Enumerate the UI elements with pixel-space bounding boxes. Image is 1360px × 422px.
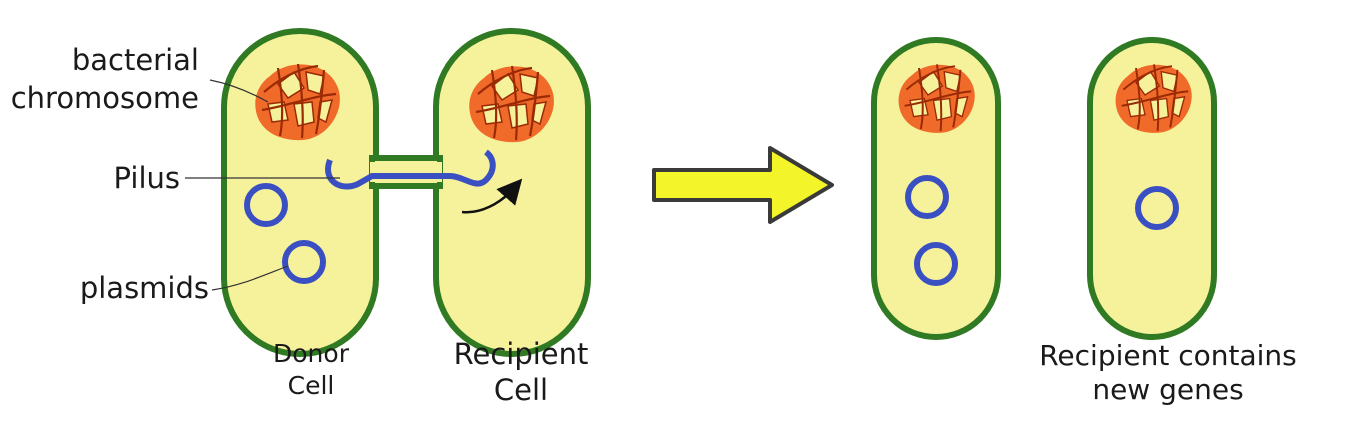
donor-cell-label-line1: Donor xyxy=(273,339,350,368)
chromosome-leader-line xyxy=(209,79,269,103)
donor-cell-label-line2: Cell xyxy=(288,371,335,400)
pilus-label: Pilus xyxy=(114,161,180,195)
result-label-line1: Recipient contains xyxy=(1039,339,1297,372)
recipient-cell-label-line2: Cell xyxy=(494,373,548,407)
donor-plasmid-2 xyxy=(282,240,326,284)
transfer-arrow xyxy=(652,146,834,224)
transfer-direction-arrow xyxy=(461,178,523,214)
donor-plasmid-1 xyxy=(244,183,288,227)
plasmids-leader-line xyxy=(211,265,289,291)
result-label-line2: new genes xyxy=(1092,373,1243,406)
result-donor-plasmid-1 xyxy=(905,175,949,219)
result-recipient-plasmid xyxy=(1135,186,1179,230)
transfer-plasmid-strand xyxy=(325,149,496,190)
recipient-cell-label-line1: Recipient xyxy=(454,337,589,371)
chromosome-label-line1: bacterial xyxy=(72,43,199,77)
result-donor-plasmid-2 xyxy=(914,242,958,286)
chromosome-label-line2: chromosome xyxy=(11,81,199,115)
plasmids-label: plasmids xyxy=(80,271,209,305)
